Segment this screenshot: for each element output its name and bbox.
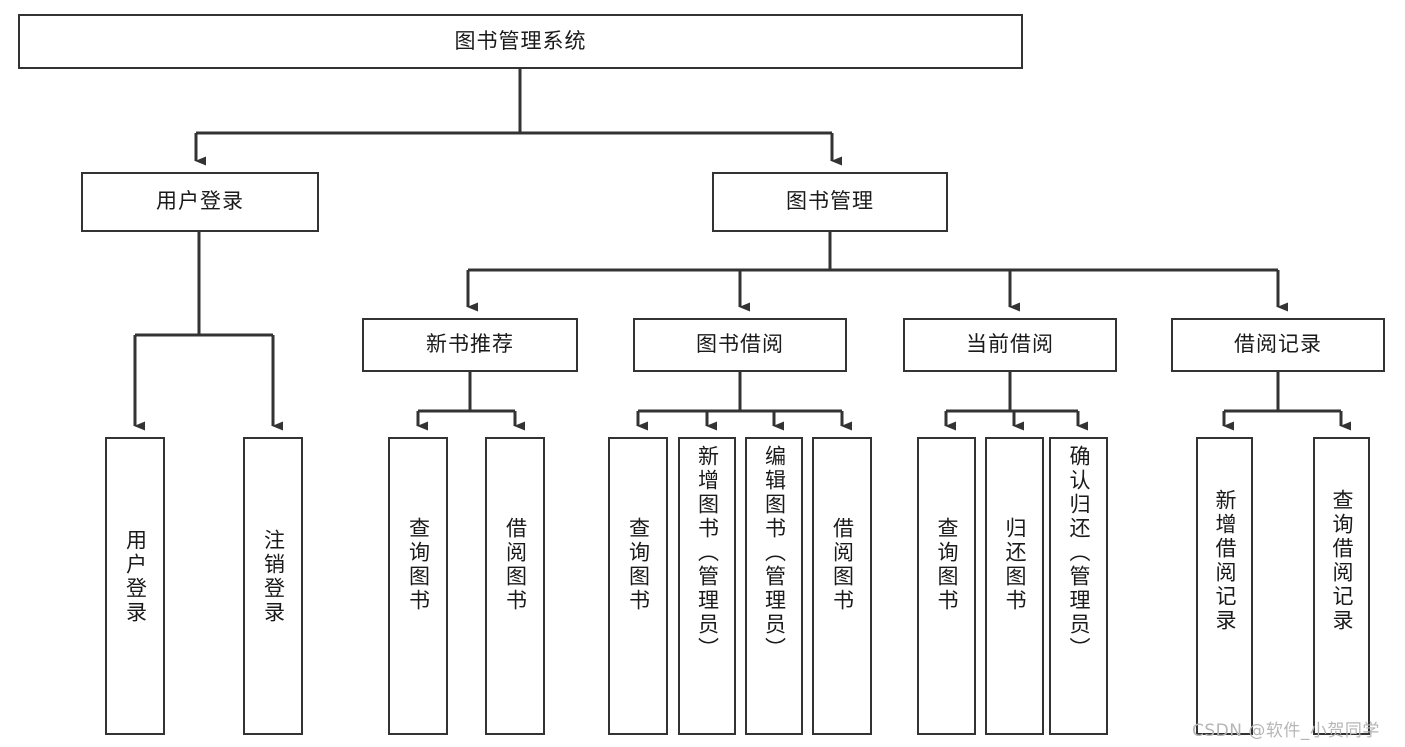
node-borrow-record-label: 借阅记录 <box>1234 332 1322 357</box>
leaf-node-label: 查询图书 <box>626 517 651 613</box>
leaf-node[interactable]: 编辑图书（管理员） <box>745 437 803 735</box>
leaf-node-label: 归还图书 <box>1003 517 1027 613</box>
node-root-label: 图书管理系统 <box>454 28 587 53</box>
node-user-login[interactable]: 用户登录 <box>81 172 319 232</box>
leaf-node[interactable]: 查询图书 <box>917 437 976 735</box>
leaf-node[interactable]: 确认归还（管理员） <box>1049 437 1108 735</box>
leaf-node-label: 新增借阅记录 <box>1213 489 1237 633</box>
leaf-node[interactable]: 新增借阅记录 <box>1196 437 1253 735</box>
leaf-node-label: 编辑图书（管理员） <box>762 445 787 661</box>
leaf-node-label: 新增图书（管理员） <box>695 445 720 661</box>
node-borrow-record[interactable]: 借阅记录 <box>1171 318 1385 372</box>
leaf-node-label: 确认归还（管理员） <box>1067 445 1091 661</box>
leaf-node-label: 借阅图书 <box>830 517 855 613</box>
leaf-node[interactable]: 新增图书（管理员） <box>678 437 736 735</box>
leaf-node-label: 查询图书 <box>935 517 959 613</box>
node-book-borrow-label: 图书借阅 <box>696 332 784 357</box>
leaf-node-label: 注销登录 <box>261 529 286 625</box>
leaf-node-label: 用户登录 <box>123 529 148 625</box>
node-current-borrow[interactable]: 当前借阅 <box>903 318 1117 372</box>
node-book-borrow[interactable]: 图书借阅 <box>633 318 847 372</box>
leaf-node[interactable]: 查询图书 <box>388 437 448 735</box>
node-book-management[interactable]: 图书管理 <box>712 172 948 232</box>
csdn-watermark: CSDN @软件_小贺同学 <box>1192 721 1380 741</box>
node-user-login-label: 用户登录 <box>156 189 244 214</box>
node-current-borrow-label: 当前借阅 <box>966 332 1054 357</box>
node-root[interactable]: 图书管理系统 <box>18 14 1023 69</box>
leaf-node[interactable]: 借阅图书 <box>485 437 545 735</box>
node-new-book-recommend[interactable]: 新书推荐 <box>362 318 578 372</box>
leaf-node[interactable]: 查询图书 <box>608 437 668 735</box>
leaf-node-label: 查询图书 <box>406 517 431 613</box>
leaf-node[interactable]: 用户登录 <box>105 437 165 735</box>
node-book-management-label: 图书管理 <box>786 189 874 214</box>
leaf-node[interactable]: 归还图书 <box>985 437 1044 735</box>
leaf-node[interactable]: 注销登录 <box>243 437 303 735</box>
leaf-node[interactable]: 查询借阅记录 <box>1313 437 1370 735</box>
leaf-node-label: 借阅图书 <box>503 517 528 613</box>
node-new-book-recommend-label: 新书推荐 <box>426 332 514 357</box>
leaf-node[interactable]: 借阅图书 <box>812 437 872 735</box>
leaf-node-label: 查询借阅记录 <box>1330 489 1354 633</box>
